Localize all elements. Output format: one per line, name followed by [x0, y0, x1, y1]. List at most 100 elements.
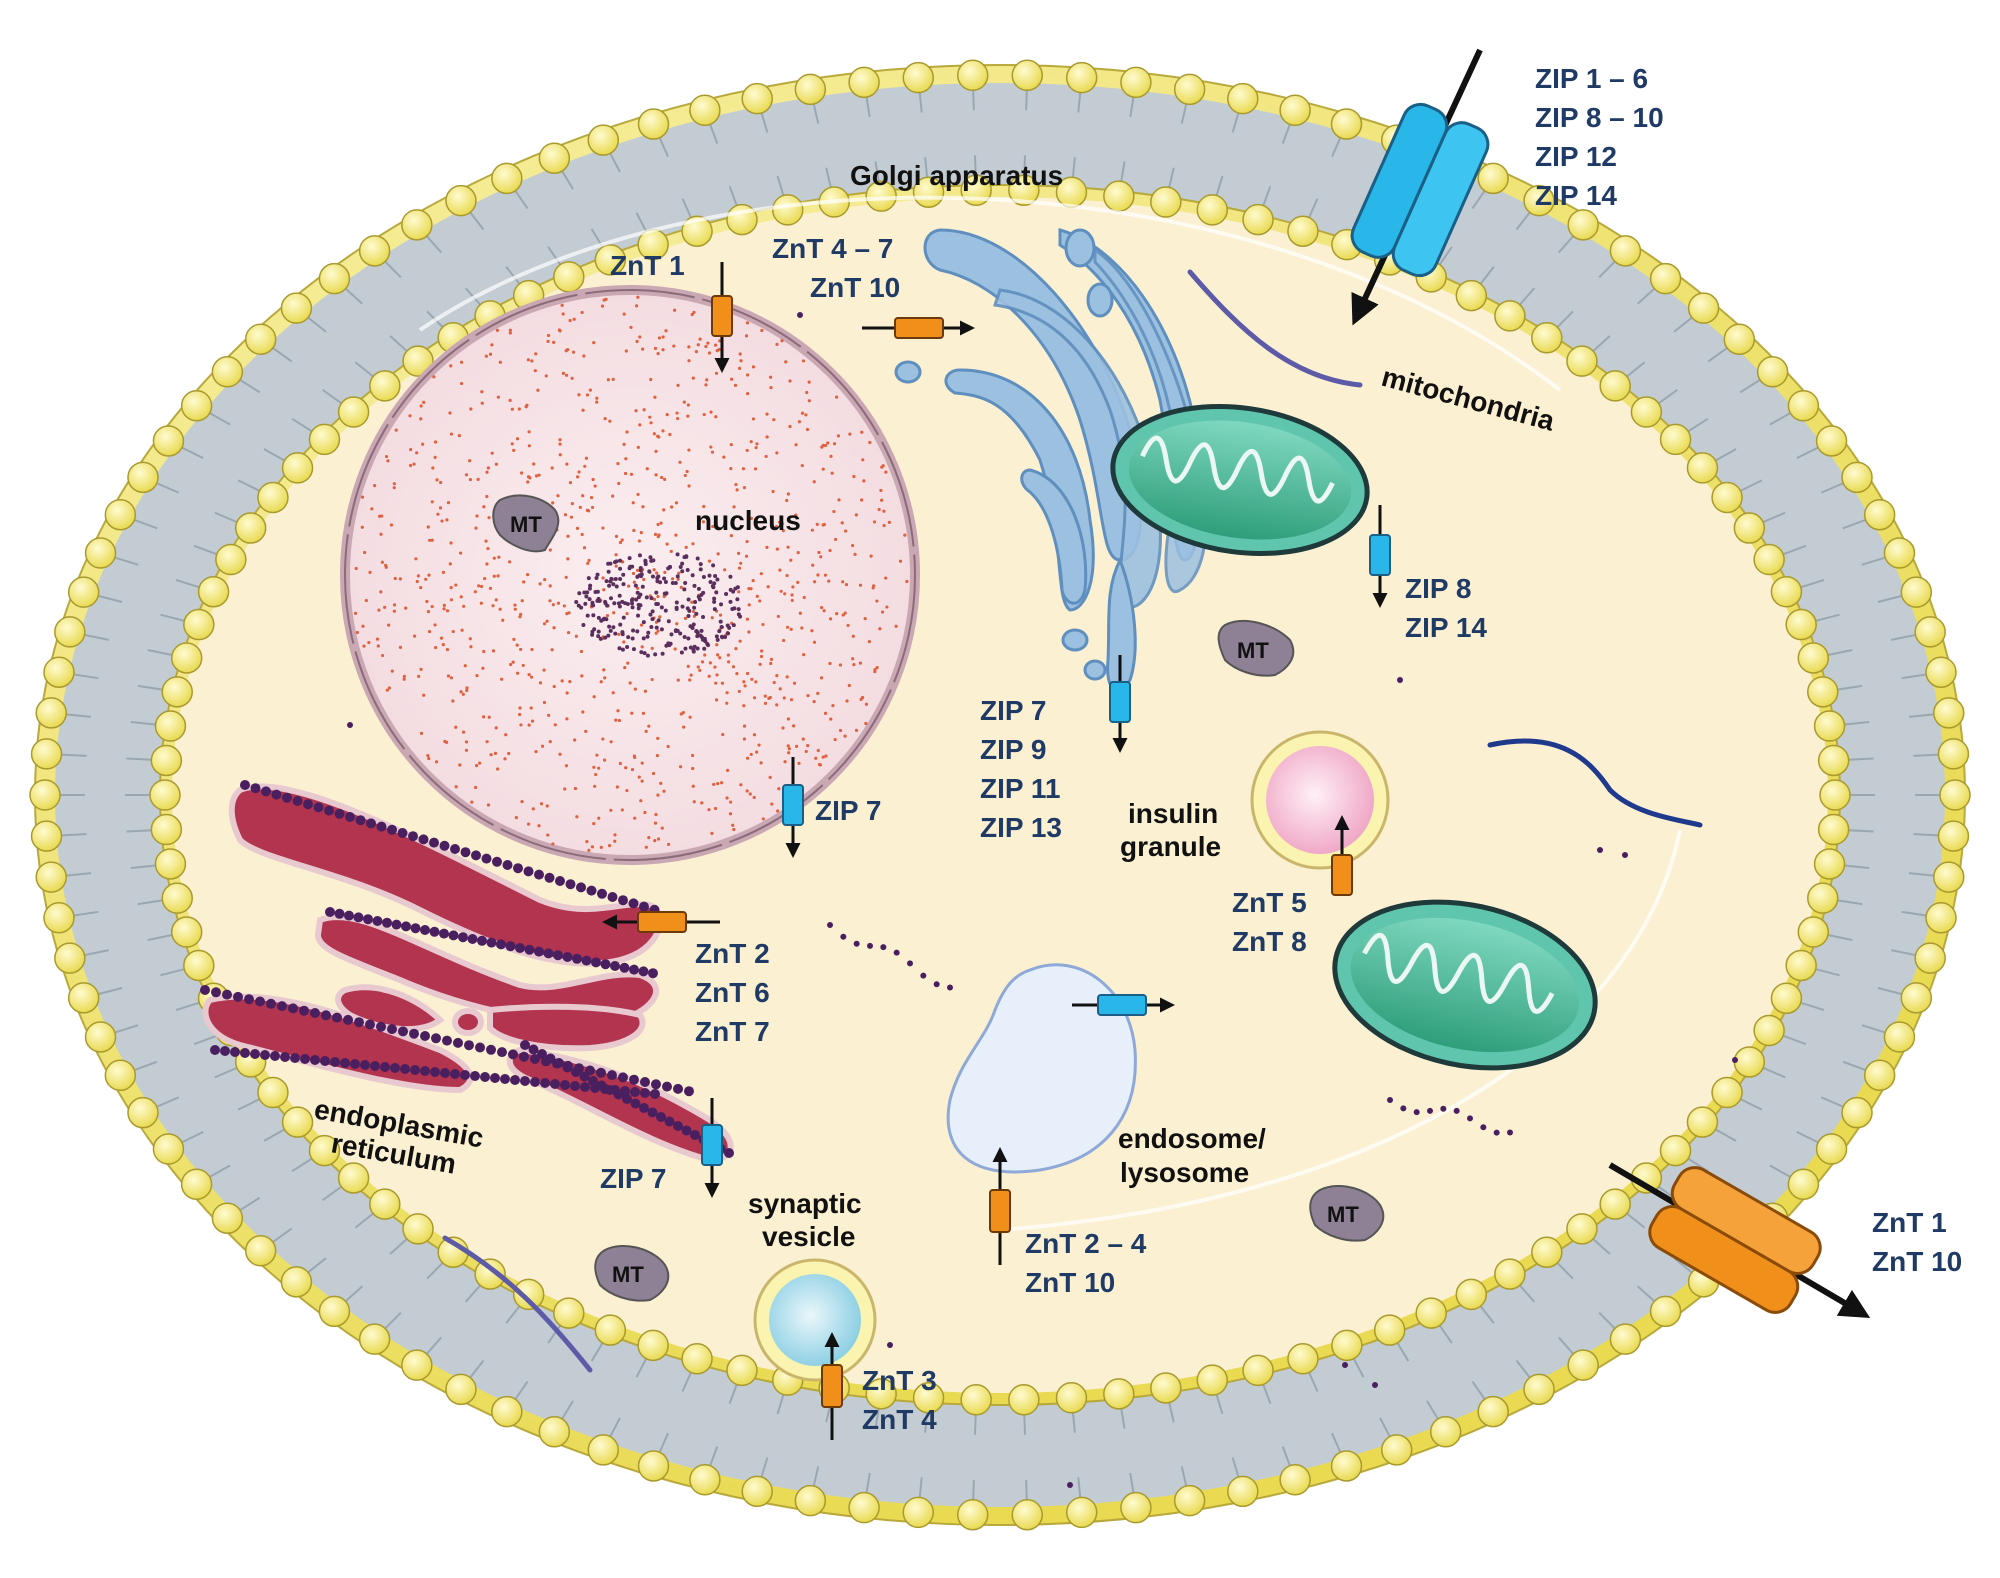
nucleolus-speck: [679, 650, 684, 655]
nucleolus-speck: [618, 566, 623, 571]
chromatin-speck: [875, 665, 879, 670]
chromatin-speck: [845, 699, 849, 703]
lipid-head: [1599, 370, 1631, 402]
ribosome: [467, 934, 478, 944]
ribosome: [724, 1148, 734, 1158]
chromatin-speck: [539, 802, 544, 806]
chromatin-speck: [492, 574, 496, 578]
chromatin-speck: [709, 410, 713, 414]
ribosome: [656, 1112, 666, 1122]
chromatin-speck: [573, 786, 578, 791]
granule-znt-label-2: ZnT 8: [1232, 926, 1307, 957]
chromatin-speck: [715, 643, 719, 647]
chromatin-speck: [681, 711, 685, 715]
ribosome: [554, 1058, 564, 1068]
chromatin-speck: [623, 665, 627, 670]
chromatin-speck: [354, 566, 358, 571]
chromatin-speck: [828, 548, 832, 553]
chromatin-speck: [422, 400, 426, 404]
chromatin-speck: [739, 561, 743, 565]
chromatin-speck: [714, 415, 718, 419]
chromatin-speck: [752, 795, 756, 800]
chromatin-speck: [368, 570, 372, 574]
chromatin-speck: [776, 809, 780, 813]
chromatin-speck: [676, 678, 680, 682]
chromatin-speck: [566, 534, 570, 538]
lipid-head: [1937, 820, 1970, 852]
chromatin-speck: [390, 669, 394, 673]
chromatin-speck: [778, 687, 782, 691]
nucleolus-speck: [595, 598, 600, 603]
chromatin-speck: [739, 359, 743, 363]
nucleolus-speck: [654, 602, 659, 607]
chromatin-speck: [744, 554, 749, 558]
ribosome: [300, 1054, 310, 1064]
chromatin-speck: [684, 545, 688, 549]
chromatin-speck: [746, 373, 750, 377]
lipid-head: [1150, 186, 1182, 218]
chromatin-speck: [787, 747, 791, 751]
chromatin-speck: [846, 623, 850, 628]
chromatin-speck: [564, 373, 569, 377]
lipid-head: [1120, 1491, 1152, 1524]
lipid-head: [104, 1059, 137, 1092]
ribosome: [313, 802, 324, 813]
chromatin-speck: [696, 343, 700, 347]
chromatin-speck: [687, 448, 691, 452]
ribosome: [618, 895, 628, 906]
lipid-head: [84, 537, 117, 569]
nucleolus-speck: [728, 599, 733, 604]
chromatin-speck: [810, 528, 814, 532]
chromatin-speck: [640, 761, 644, 765]
ribosome: [523, 866, 534, 877]
lipid-head: [358, 235, 391, 267]
chromatin-speck: [796, 580, 800, 584]
chromatin-speck: [714, 698, 719, 702]
chromatin-speck: [661, 429, 665, 433]
chromatin-speck: [355, 630, 359, 635]
ribosome: [330, 1057, 340, 1067]
chromatin-speck: [637, 775, 641, 779]
chromatin-speck: [898, 559, 903, 563]
chromatin-speck: [843, 611, 847, 615]
chromatin-speck: [781, 726, 785, 730]
chromatin-speck: [718, 656, 722, 660]
lipid-head: [29, 779, 61, 811]
ribosome: [420, 925, 430, 935]
chromatin-speck: [675, 622, 679, 626]
nucleolus-speck: [590, 629, 595, 634]
ribosome: [303, 799, 313, 810]
chromatin-speck: [384, 563, 388, 568]
nucleolus-speck: [736, 607, 741, 612]
ribosome: [244, 994, 254, 1005]
lipid-head: [1937, 738, 1970, 770]
chromatin-speck: [634, 304, 639, 308]
golgi-znt-label-1: ZnT 4 – 7: [772, 233, 893, 264]
ribosome: [409, 1028, 419, 1039]
chromatin-speck: [560, 303, 564, 307]
lipid-head: [1815, 1133, 1848, 1165]
nucleus-zip-transporter: [782, 757, 804, 858]
chromatin-speck: [489, 753, 493, 757]
chromatin-speck: [449, 586, 453, 590]
nucleolus-speck: [655, 576, 660, 581]
lipid-head: [1196, 194, 1229, 226]
lipid-head: [1630, 396, 1663, 428]
ribosome: [530, 1054, 540, 1064]
chromatin-speck: [602, 668, 606, 672]
nucleolus-speck: [675, 552, 680, 557]
chromatin-speck: [714, 371, 719, 375]
lipid-head: [369, 370, 401, 402]
chromatin-speck: [644, 845, 648, 849]
ribosome: [629, 1074, 639, 1085]
chromatin-speck: [485, 562, 489, 566]
chromatin-speck: [741, 467, 746, 471]
chromatin-speck: [551, 501, 555, 505]
ribosome: [324, 805, 334, 816]
chromatin-speck: [440, 519, 444, 523]
chromatin-speck: [425, 599, 429, 604]
chromatin-speck: [593, 784, 597, 788]
nucleolus-speck: [623, 601, 628, 606]
ribosome: [460, 1070, 470, 1080]
nucleolus-speck: [691, 622, 696, 627]
